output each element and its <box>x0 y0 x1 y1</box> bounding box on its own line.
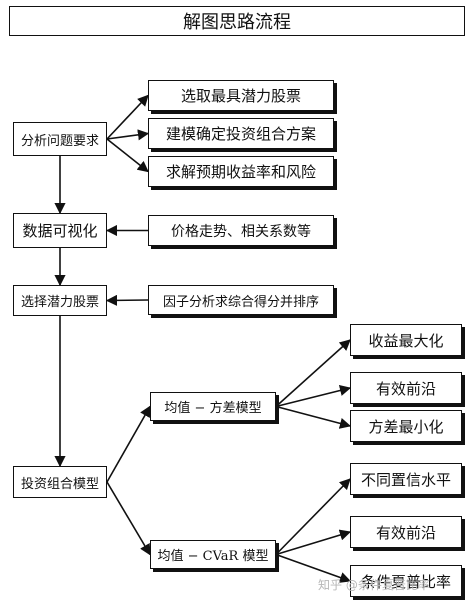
node-pick-stocks: 选取最具潜力股票 <box>148 80 334 111</box>
arrow-analyze-to-build_model <box>106 129 150 141</box>
arrow-mv-to-frontier1 <box>275 385 352 408</box>
node-factor-analysis: 因子分析求综合得分并排序 <box>148 285 334 315</box>
arrow-mv-to-max_return <box>275 339 351 408</box>
watermark: 知乎 @条件夏普比率 <box>318 578 430 592</box>
node-price-trend-correlation: 价格走势、相关系数等 <box>148 215 334 246</box>
node-max-return: 收益最大化 <box>350 324 462 356</box>
arrow-cvar-to-conf <box>275 478 351 556</box>
node-efficient-frontier-1: 有效前沿 <box>350 372 462 404</box>
arrow-mv-to-min_var <box>275 405 352 429</box>
arrow-portfolio-to-cvar <box>106 481 151 556</box>
arrow-analyze-to-pick_stocks <box>106 94 149 140</box>
arrow-analyze-to-solve_expect <box>106 138 149 173</box>
node-data-visualization: 数据可视化 <box>13 213 107 248</box>
node-solve-expected-return-risk: 求解预期收益率和风险 <box>148 156 334 187</box>
node-efficient-frontier-2: 有效前沿 <box>350 516 462 548</box>
arrow-portfolio-to-mv <box>106 405 151 483</box>
node-mean-cvar-model: 均值 − CVaR 模型 <box>150 540 276 569</box>
node-portfolio-model: 投资组合模型 <box>13 466 107 498</box>
node-analyze-requirements: 分析问题要求 <box>13 122 107 156</box>
node-build-model: 建模确定投资组合方案 <box>148 118 334 149</box>
arrow-cvar-to-frontier2 <box>275 529 352 556</box>
diagram-title: 解图思路流程 <box>9 6 465 36</box>
node-confidence-levels: 不同置信水平 <box>350 463 462 495</box>
arrow-factor-to-select <box>105 294 149 306</box>
node-conditional-sharpe: 条件夏普比率 <box>350 565 462 597</box>
node-min-variance: 方差最小化 <box>350 410 462 442</box>
arrow-cvar-to-sharpe <box>275 553 352 583</box>
node-select-stocks: 选择潜力股票 <box>13 285 107 316</box>
node-mean-variance-model: 均值 − 方差模型 <box>150 392 276 421</box>
